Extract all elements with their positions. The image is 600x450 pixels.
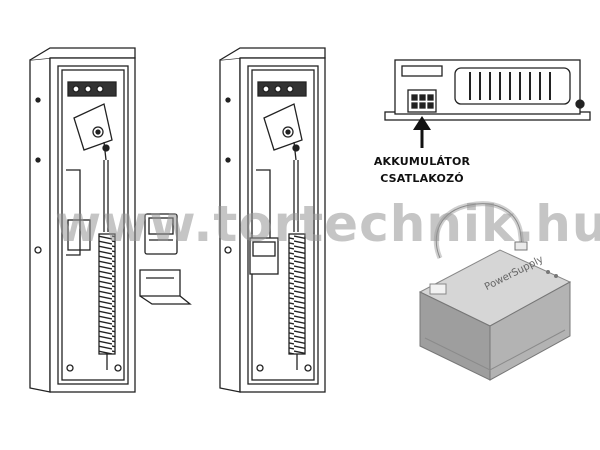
connector-label-line1: AKKUMULÁTOR	[373, 155, 471, 168]
connector-label: AKKUMULÁTOR CSATLAKOZÓ	[372, 155, 472, 185]
barrier-cabinet-right	[219, 47, 326, 393]
connector-arrow	[413, 116, 431, 148]
control-board	[384, 59, 591, 121]
connector-label-line2: CSATLAKOZÓ	[380, 172, 464, 185]
watermark: www.tortechnik.hu	[55, 195, 600, 253]
battery-pack	[418, 201, 572, 381]
barrier-cabinet-left	[29, 47, 136, 393]
battery-and-bracket	[139, 213, 192, 305]
